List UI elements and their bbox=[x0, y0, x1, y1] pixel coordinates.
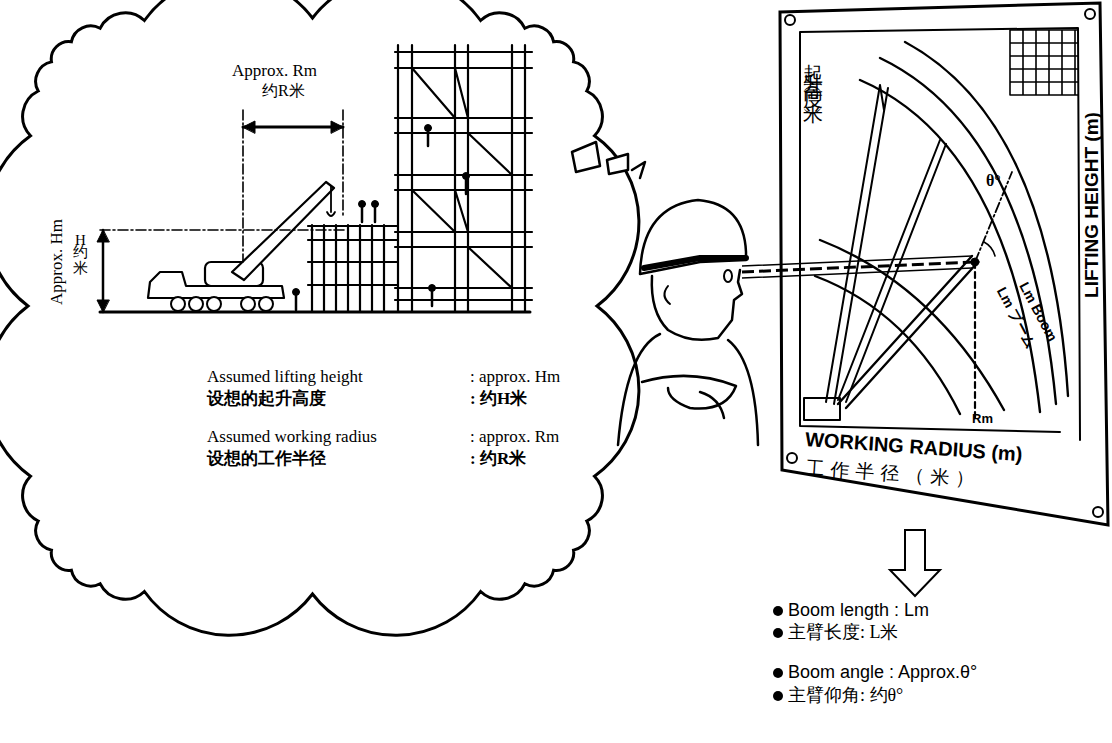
assumption-value: : approx. Rm bbox=[470, 428, 559, 447]
crossed-arms bbox=[642, 376, 736, 418]
arrowhead bbox=[243, 121, 255, 133]
radius-marker-label: Rm bbox=[972, 412, 993, 426]
load-chart-board: 起升高度（米）LIFTING HEIGHT (m)WORKING RADIUS … bbox=[776, 0, 1112, 528]
assumption-note: Assumed working radius bbox=[207, 428, 377, 447]
assumption-value: : 约R米 bbox=[470, 450, 526, 469]
boom-line bbox=[838, 140, 946, 402]
boom-line bbox=[826, 85, 888, 404]
arrowhead bbox=[97, 300, 109, 312]
radius-curve bbox=[880, 58, 1056, 404]
mounting-hole bbox=[1093, 507, 1103, 517]
scaffold bbox=[308, 45, 532, 312]
hook-line bbox=[327, 186, 335, 216]
result-item: Boom length : Lm bbox=[788, 601, 929, 621]
assumption-value: : 约H米 bbox=[470, 390, 527, 409]
cloud-outline bbox=[0, 0, 639, 635]
wheel bbox=[241, 297, 255, 311]
worker-head bbox=[463, 173, 470, 180]
dimension-line bbox=[102, 230, 105, 312]
radius-curve bbox=[905, 42, 1068, 396]
ear bbox=[664, 286, 670, 304]
mounting-hole bbox=[785, 15, 795, 25]
dimension-label: Approx. Rm bbox=[232, 62, 317, 81]
thought-bubble bbox=[572, 142, 600, 172]
worker-head bbox=[372, 201, 379, 208]
worker-head bbox=[425, 125, 432, 132]
wheel bbox=[171, 297, 185, 311]
mounting-hole bbox=[787, 453, 797, 463]
body bbox=[618, 334, 758, 445]
bullet bbox=[773, 668, 783, 678]
crane-carrier bbox=[148, 272, 284, 298]
dimension-line bbox=[243, 126, 343, 129]
result-item: Boom angle : Approx.θ° bbox=[788, 663, 977, 683]
worker-figures bbox=[296, 132, 466, 310]
board-outline bbox=[780, 3, 1108, 525]
dimension-label: Approx. Hm bbox=[48, 219, 67, 305]
angle-label: θ° bbox=[986, 172, 1001, 190]
result-arrow bbox=[890, 530, 940, 596]
chart-grid bbox=[1010, 30, 1078, 95]
result-item: 主臂仰角: 约θ° bbox=[788, 686, 903, 706]
bullet bbox=[773, 691, 783, 701]
result-item: 主臂长度: L米 bbox=[788, 623, 899, 643]
radius-marker bbox=[974, 262, 976, 420]
worker-head bbox=[293, 289, 300, 296]
load-point bbox=[971, 258, 979, 266]
crane-icon bbox=[804, 398, 840, 420]
extension-line bbox=[100, 110, 346, 262]
dimension-label: 约H米 bbox=[72, 232, 89, 248]
assumption-note: 设想的工作半径 bbox=[207, 450, 326, 469]
helmet-brim bbox=[644, 258, 746, 268]
wheel bbox=[259, 297, 273, 311]
crane-boom bbox=[232, 182, 334, 280]
axis-title: 起升高度（米） bbox=[802, 48, 824, 104]
arrowhead bbox=[97, 230, 109, 242]
eye bbox=[724, 270, 732, 282]
helmet bbox=[640, 200, 746, 274]
crane-cab bbox=[205, 262, 263, 286]
radius-curve bbox=[820, 240, 1004, 410]
wheel bbox=[207, 297, 221, 311]
wheel bbox=[189, 297, 203, 311]
radius-curve bbox=[815, 276, 960, 414]
assumption-value: : approx. Hm bbox=[470, 368, 560, 387]
angle-reference bbox=[975, 172, 1012, 262]
boom-line bbox=[838, 256, 978, 408]
sight-line bbox=[742, 262, 975, 272]
assumption-note: 设想的起升高度 bbox=[207, 390, 326, 409]
bullet bbox=[773, 628, 783, 638]
load-chart bbox=[800, 28, 1080, 440]
thought-cloud: Approx. Rm约R米 Approx. Hm 约H米 Assumed liftin… bbox=[10, 0, 615, 612]
angle-arc bbox=[984, 242, 995, 256]
chart-frame bbox=[800, 28, 1080, 440]
worker-head bbox=[429, 285, 436, 292]
face bbox=[652, 270, 742, 340]
thought-bubble bbox=[632, 162, 645, 178]
radius-curve bbox=[860, 80, 1040, 412]
axis-title: LIFTING HEIGHT (m) bbox=[1082, 112, 1103, 298]
sight-line bbox=[742, 256, 972, 278]
arrowhead bbox=[331, 121, 343, 133]
worker-head bbox=[359, 201, 366, 208]
bullet bbox=[773, 606, 783, 616]
mounting-hole bbox=[1085, 9, 1095, 19]
assumption-note: Assumed lifting height bbox=[207, 368, 363, 387]
worker bbox=[618, 200, 758, 445]
thought-bubble bbox=[607, 154, 628, 174]
dimension-label: 约R米 bbox=[262, 82, 305, 100]
thought-cloud-outline bbox=[10, 0, 615, 612]
crane-scene bbox=[97, 45, 645, 312]
ground-line bbox=[100, 311, 530, 314]
